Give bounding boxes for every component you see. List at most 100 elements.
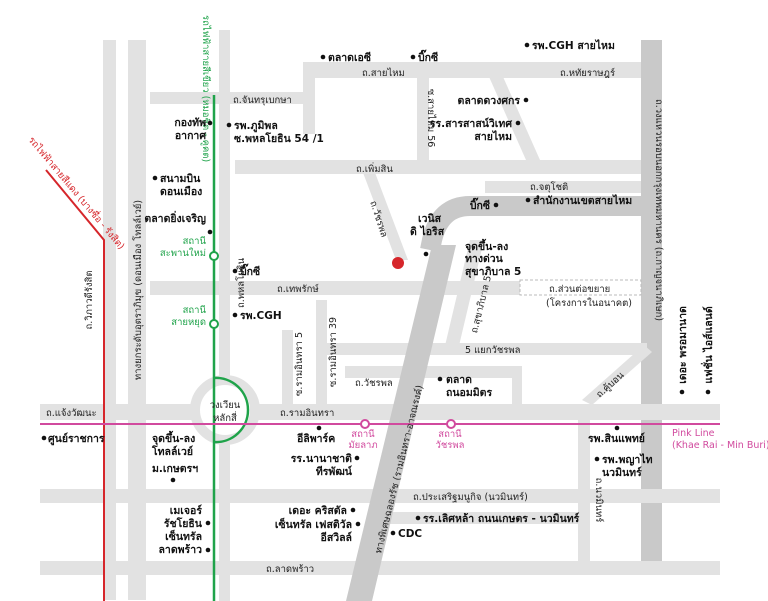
station-wacharaphol-label-2: วัชรพล xyxy=(436,440,465,451)
label-hathai-rat: ถ.หทัยราษฎร์ xyxy=(560,67,615,79)
svg-text:กองทัพ: กองทัพ xyxy=(174,117,206,129)
svg-text:รพ.CGH: รพ.CGH xyxy=(240,310,282,322)
label-chatuchot: ถ.จตุโชติ xyxy=(530,181,568,193)
svg-text:ทีรพัฒน์: ทีรพัฒน์ xyxy=(316,465,353,478)
svg-text:บิ๊กซี: บิ๊กซี xyxy=(418,49,438,64)
road-phahonyothin xyxy=(219,30,230,601)
poi-bhumibol-hospital[interactable]: รพ.ภูมิพล ซ.พหลโยธิน 54 /1 xyxy=(226,120,324,145)
svg-text:ตลาดดวงศกร: ตลาดดวงศกร xyxy=(458,95,521,107)
poi-venice[interactable]: เวนิส ดิ ไอริส xyxy=(410,213,445,257)
station-mi-lap-label-2: มัยลาภ xyxy=(348,440,377,451)
station-wacharaphol-marker[interactable] xyxy=(446,419,456,429)
poi-rr-nanachat[interactable]: รร.นานาชาติ ทีรพัฒน์ xyxy=(291,453,360,478)
poi-talat-ae-si[interactable]: ตลาดเอซี xyxy=(320,51,371,64)
poi-kongthap-akat[interactable]: กองทัพ อากาศ xyxy=(174,117,213,142)
label-theparak: ถ.เทพรักษ์ xyxy=(277,283,319,295)
poi-major-ratchayothin[interactable]: เมเจอร์ รัชโยธิน xyxy=(164,504,211,530)
poi-ideal-park[interactable]: อีลิพาร์ค xyxy=(296,425,335,445)
svg-text:อีลิพาร์ค: อีลิพาร์ค xyxy=(296,432,335,445)
svg-text:สนามบิน: สนามบิน xyxy=(160,173,201,185)
label-extension: ถ.ส่วนต่อขยาย xyxy=(549,284,610,295)
poi-cgh[interactable]: รพ.CGH xyxy=(232,310,282,322)
station-saphan-mai-label-1: สถานี xyxy=(183,235,207,247)
label-extension-note: (โครงการในอนาคต) xyxy=(546,297,632,309)
svg-text:ทางด่วน: ทางด่วน xyxy=(465,253,504,265)
svg-text:เวนิส: เวนิส xyxy=(418,213,442,225)
road-wacharaphol-lower-v xyxy=(512,366,522,406)
road-ram-intra-39 xyxy=(316,300,327,405)
poi-tollway-ramp[interactable]: จุดขึ้น-ลง โทลล์เวย์ xyxy=(151,430,195,458)
poi-central-festival[interactable]: เซ็นทรัล เฟสติวัล อีสวิลล์ xyxy=(275,517,361,544)
poi-don-mueang-airport[interactable]: สนามบิน ดอนเมือง xyxy=(152,173,203,198)
station-sai-yud-label-1: สถานี xyxy=(183,304,207,316)
label-5-yaek: 5 แยกวัชรพล xyxy=(465,345,521,356)
road-expressway-curve xyxy=(420,196,655,252)
station-saphan-mai-marker[interactable] xyxy=(209,251,219,261)
label-kanchanaphisek: ถ.วงแหวนรอบนอกกรุงเทพมหานคร (ถ.กาญจนาภิเ… xyxy=(653,99,664,321)
poi-government-center[interactable]: ศูนย์ราชการ xyxy=(41,432,105,446)
svg-text:รพ.ภูมิพล: รพ.ภูมิพล xyxy=(234,120,278,133)
poi-ma-kasetsart[interactable]: ม.เกษตรฯ xyxy=(152,463,198,483)
station-sai-yud-label-2: สายหยุด xyxy=(171,317,206,328)
road-kanchanaphisek xyxy=(641,40,662,570)
road-extension xyxy=(519,279,642,296)
poi-rr-lertla[interactable]: รร.เลิศหล้า ถนนเกษตร - นวมินทร์ xyxy=(415,512,580,525)
svg-text:เมเจอร์: เมเจอร์ xyxy=(170,504,203,517)
road-sai-mai-vertical xyxy=(303,62,315,134)
label-phoem-sin: ถ.เพิ่มสิน xyxy=(356,162,393,175)
svg-text:สายไหม: สายไหม xyxy=(474,130,512,143)
svg-text:จุดขึ้น-ลง: จุดขึ้น-ลง xyxy=(152,430,195,446)
label-vibhavadi: ถ.วิภาวดีรังสิต xyxy=(83,271,95,330)
svg-text:เดอะ คริสตัล: เดอะ คริสตัล xyxy=(289,505,347,517)
poi-fashion-island[interactable]: แฟชั่น ไอส์แลนด์ xyxy=(700,306,715,395)
svg-text:บิ๊กซี: บิ๊กซี xyxy=(470,197,490,212)
svg-text:ศูนย์ราชการ: ศูนย์ราชการ xyxy=(48,432,105,446)
station-sai-yud-marker[interactable] xyxy=(209,319,219,329)
poi-khet-office[interactable]: สำนักงานเขตสายไหม xyxy=(525,194,633,207)
poi-central-ladprao[interactable]: เซ็นทรัล ลาดพร้าว xyxy=(158,529,211,556)
pink-line-label: Pink Line xyxy=(672,428,715,439)
project-location-pin[interactable] xyxy=(392,257,404,269)
label-sai-mai: ถ.สายไหม xyxy=(362,67,405,79)
poi-the-crystal[interactable]: เดอะ คริสตัล xyxy=(289,505,356,517)
svg-text:ม.เกษตรฯ: ม.เกษตรฯ xyxy=(152,463,198,475)
station-wacharaphol-label-1: สถานี xyxy=(438,428,462,440)
svg-text:ตลาด: ตลาด xyxy=(446,374,472,386)
station-mi-lap-marker[interactable] xyxy=(360,419,370,429)
poi-rs-sinphaet[interactable]: รพ.สินแพทย์ xyxy=(588,425,645,445)
label-nawamin: ถ.นวมินทร์ xyxy=(593,478,605,523)
svg-text:ตลาดยิ่งเจริญ: ตลาดยิ่งเจริญ xyxy=(144,210,206,225)
label-ram-intra-39: ซ.รามอินทรา 39 xyxy=(328,317,339,387)
road-sukhaphiban-5 xyxy=(444,240,484,350)
label-lak-si-2: หลักสี่ xyxy=(213,411,237,424)
poi-express-ramp[interactable]: จุดขึ้น-ลง ทางด่วน สุขาภิบาล 5 xyxy=(465,238,521,279)
poi-talat-yingcharoen[interactable]: ตลาดยิ่งเจริญ xyxy=(144,210,213,235)
label-ram-intra-5: ซ.รามอินทรา 5 xyxy=(294,332,305,396)
svg-text:อากาศ: อากาศ xyxy=(175,130,206,142)
road-vibhavadi xyxy=(103,40,116,600)
poi-talat-thanon-mit[interactable]: ตลาด ถนอมมิตร xyxy=(437,374,493,399)
poi-rs-phyathai[interactable]: รพ.พญาไท นวมินทร์ xyxy=(594,453,653,479)
svg-text:เซ็นทรัล: เซ็นทรัล xyxy=(165,529,202,543)
station-saphan-mai-label-2: สะพานใหม่ xyxy=(160,247,206,259)
poi-cdc[interactable]: CDC xyxy=(390,528,423,540)
label-lak-si-1: วงเวียน xyxy=(210,399,241,411)
pink-line-sub: (Khae Rai - Min Buri) xyxy=(672,440,768,451)
station-mi-lap-label-1: สถานี xyxy=(351,428,375,440)
poi-sarasas[interactable]: รร.สารสาสน์วิเทศ สายไหม xyxy=(430,117,521,143)
svg-text:ดอนเมือง: ดอนเมือง xyxy=(160,185,202,198)
road-ram-intra-5 xyxy=(282,330,293,405)
poi-big-c-saphan[interactable]: บิ๊กซี xyxy=(232,263,260,278)
svg-text:ดิ ไอริส: ดิ ไอริส xyxy=(410,225,445,238)
poi-the-promenade[interactable]: เดอะ พรอมานาด xyxy=(677,306,689,395)
poi-big-c-top[interactable]: บิ๊กซี xyxy=(410,49,438,64)
poi-cgh-sai-mai[interactable]: รพ.CGH สายไหม xyxy=(524,39,615,52)
poi-big-c-mid[interactable]: บิ๊กซี xyxy=(470,197,499,212)
svg-text:อีสวิลล์: อีสวิลล์ xyxy=(320,531,352,544)
label-wacharaphol-lower: ถ.วัชรพล xyxy=(355,378,393,389)
red-line xyxy=(45,169,105,601)
poi-talat-duangkamon[interactable]: ตลาดดวงศกร xyxy=(458,95,529,107)
label-phahonyothin: ถ.พหลโยธิน xyxy=(235,257,247,308)
svg-text:จุดขึ้น-ลง: จุดขึ้น-ลง xyxy=(465,238,508,254)
